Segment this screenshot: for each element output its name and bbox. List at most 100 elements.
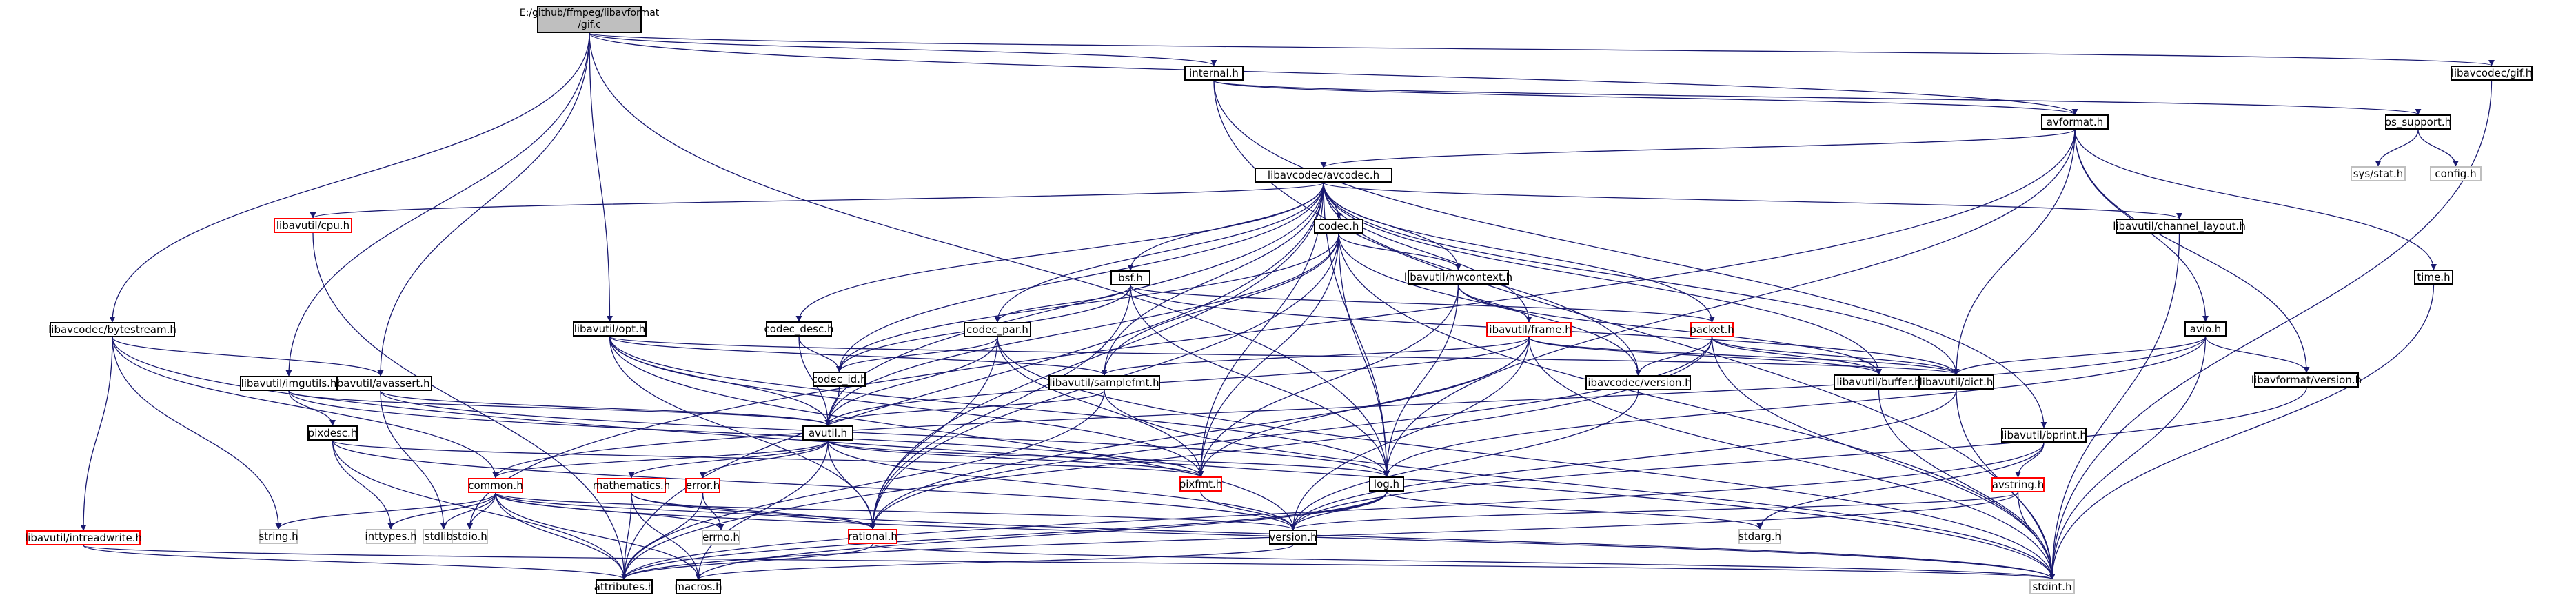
edge-avcodec-h-to-log-h bbox=[1323, 182, 1390, 477]
edge-avassert-h-to-log-h bbox=[380, 390, 1390, 477]
node-label: avformat.h bbox=[2046, 115, 2104, 128]
node-codec-id-h[interactable]: codec_id.h bbox=[812, 372, 866, 387]
edge-pixdesc-h-to-attributes-h bbox=[332, 440, 628, 580]
edge-internal-h-to-stdint-h bbox=[1213, 80, 2056, 580]
edge-common-h-to-attributes-h bbox=[495, 492, 628, 580]
edge-os-support-h-to-config-h bbox=[2417, 129, 2460, 167]
node-packet-h[interactable]: packet.h bbox=[1690, 322, 1734, 337]
edge-rational-h-to-attributes-h bbox=[621, 543, 873, 580]
node-buffer-h[interactable]: libavutil/buffer.h bbox=[1834, 374, 1924, 390]
node-config-h: config.h bbox=[2430, 166, 2482, 181]
node-label: libavutil/dict.h bbox=[1919, 375, 1994, 388]
node-label: internal.h bbox=[1189, 66, 1239, 79]
node-version-h[interactable]: version.h bbox=[1269, 530, 1317, 545]
node-bsf-h[interactable]: bsf.h bbox=[1110, 270, 1150, 285]
node-common-h[interactable]: common.h bbox=[468, 478, 523, 493]
edge-avutil-h-to-macros-h bbox=[695, 440, 829, 580]
edge-hwcontext-h-to-frame-h bbox=[1457, 284, 1532, 323]
node-label: bsf.h bbox=[1118, 271, 1143, 284]
edge-root-to-avassert-h bbox=[377, 32, 590, 377]
node-label: libavutil/avassert.h bbox=[331, 377, 430, 390]
node-codec-desc-h[interactable]: codec_desc.h bbox=[764, 321, 834, 337]
edge-samplefmt-h-to-avutil-h bbox=[824, 390, 1105, 426]
edge-frame-h-to-version-h bbox=[1290, 337, 1530, 530]
node-label: inttypes.h bbox=[365, 530, 417, 543]
edge-codec-h-to-avutil-h bbox=[824, 233, 1339, 426]
edge-bytestream-h-to-string-h bbox=[112, 337, 282, 530]
node-intreadwrite-h[interactable]: libavutil/intreadwrite.h bbox=[25, 530, 142, 545]
edge-frame-h-to-buffer-h bbox=[1528, 337, 1882, 375]
edge-common-h-to-stdio-h bbox=[466, 492, 496, 530]
edge-bprint-h-to-avstring-h bbox=[2014, 442, 2045, 478]
node-label: stdarg.h bbox=[1738, 530, 1782, 543]
edge-bsf-h-to-packet-h bbox=[1130, 285, 1715, 323]
node-label: libavcodec/gif.h bbox=[2451, 66, 2533, 79]
node-avcodec-version-h[interactable]: libavcodec/version.h bbox=[1585, 375, 1692, 390]
node-opt-h[interactable]: libavutil/opt.h bbox=[573, 321, 647, 337]
node-channel-layout-h[interactable]: libavutil/channel_layout.h bbox=[2113, 219, 2246, 234]
edge-avformat-version-h-to-version-h bbox=[1290, 387, 2307, 530]
node-attributes-h[interactable]: attributes.h bbox=[594, 579, 654, 594]
node-avstring-h[interactable]: avstring.h bbox=[1991, 477, 2045, 492]
node-mathematics-h[interactable]: mathematics.h bbox=[593, 478, 670, 493]
edge-root-to-opt-h bbox=[589, 32, 613, 322]
edge-opt-h-to-samplefmt-h bbox=[609, 336, 1108, 376]
edge-bytestream-h-to-intreadwrite-h bbox=[80, 337, 113, 531]
node-label: libavutil/cpu.h bbox=[276, 219, 350, 232]
edge-codec-h-to-log-h bbox=[1338, 233, 1390, 477]
node-internal-h[interactable]: internal.h bbox=[1184, 66, 1244, 81]
edge-opt-h-to-log-h bbox=[609, 336, 1390, 477]
edge-cpu-h-to-attributes-h bbox=[312, 232, 628, 580]
node-os-support-h[interactable]: os_support.h bbox=[2385, 114, 2451, 130]
edge-intreadwrite-h-to-attributes-h bbox=[83, 545, 627, 580]
node-avutil-h[interactable]: avutil.h bbox=[802, 425, 853, 441]
node-pixfmt-h[interactable]: pixfmt.h bbox=[1179, 476, 1222, 492]
node-imgutils-h[interactable]: libavutil/imgutils.h bbox=[240, 376, 338, 391]
edge-codec-h-to-codec-id-h bbox=[836, 233, 1339, 372]
node-avcodec-h[interactable]: libavcodec/avcodec.h bbox=[1255, 168, 1392, 183]
node-avio-h[interactable]: avio.h bbox=[2184, 321, 2227, 337]
node-hwcontext-h[interactable]: libavutil/hwcontext.h bbox=[1404, 270, 1512, 285]
node-cpu-h[interactable]: libavutil/cpu.h bbox=[274, 218, 352, 233]
edge-avcodec-h-to-codec-par-h bbox=[994, 182, 1324, 323]
edge-imgutils-h-to-pixdesc-h bbox=[288, 390, 336, 426]
edge-opt-h-to-dict-h bbox=[609, 336, 1959, 375]
edge-internal-h-to-os-support-h bbox=[1213, 80, 2421, 115]
node-bytestream-h[interactable]: libavcodec/bytestream.h bbox=[48, 322, 176, 337]
node-label: error.h bbox=[685, 479, 720, 492]
node-frame-h[interactable]: libavutil/frame.h bbox=[1486, 322, 1572, 337]
node-codec-h[interactable]: codec.h bbox=[1314, 219, 1363, 234]
node-time-h[interactable]: time.h bbox=[2414, 270, 2453, 285]
node-avformat-h[interactable]: avformat.h bbox=[2041, 114, 2109, 130]
node-macros-h[interactable]: macros.h bbox=[674, 579, 722, 594]
node-avcodec-gif-h[interactable]: libavcodec/gif.h bbox=[2451, 66, 2533, 81]
edge-hwcontext-h-to-pixfmt-h bbox=[1197, 284, 1459, 477]
node-avassert-h[interactable]: libavutil/avassert.h bbox=[329, 376, 432, 391]
node-label: libavformat/version.h bbox=[2251, 373, 2362, 386]
node-label: config.h bbox=[2435, 167, 2477, 180]
edge-avutil-h-to-error-h bbox=[700, 440, 829, 479]
edge-avcodec-h-to-frame-h bbox=[1323, 182, 1532, 323]
edge-version-h-to-macros-h bbox=[695, 544, 1294, 580]
edge-avcodec-h-to-packet-h bbox=[1323, 182, 1716, 323]
edge-opt-h-to-version-h bbox=[609, 336, 1297, 530]
node-error-h[interactable]: error.h bbox=[685, 478, 720, 493]
node-root: E:/github/ffmpeg/libavformat /gif.c bbox=[520, 6, 659, 33]
node-samplefmt-h[interactable]: libavutil/samplefmt.h bbox=[1048, 375, 1160, 390]
node-codec-par-h[interactable]: codec_par.h bbox=[964, 322, 1031, 337]
edge-common-h-to-macros-h bbox=[495, 492, 702, 580]
edge-log-h-to-version-h bbox=[1290, 491, 1388, 530]
node-label: version.h bbox=[1269, 530, 1317, 543]
node-log-h[interactable]: log.h bbox=[1369, 476, 1404, 492]
node-stdint-h: stdint.h bbox=[2029, 579, 2075, 594]
node-string-h: string.h bbox=[258, 529, 298, 544]
edge-bsf-h-to-codec-par-h bbox=[994, 285, 1131, 323]
node-avformat-version-h[interactable]: libavformat/version.h bbox=[2251, 372, 2362, 388]
node-bprint-h[interactable]: libavutil/bprint.h bbox=[2001, 428, 2087, 443]
node-pixdesc-h[interactable]: pixdesc.h bbox=[307, 425, 358, 441]
edge-common-h-to-version-h bbox=[495, 492, 1297, 530]
edge-avformat-h-to-avformat-version-h bbox=[2074, 129, 2310, 373]
node-rational-h[interactable]: rational.h bbox=[848, 529, 897, 544]
node-dict-h[interactable]: libavutil/dict.h bbox=[1918, 374, 1994, 390]
